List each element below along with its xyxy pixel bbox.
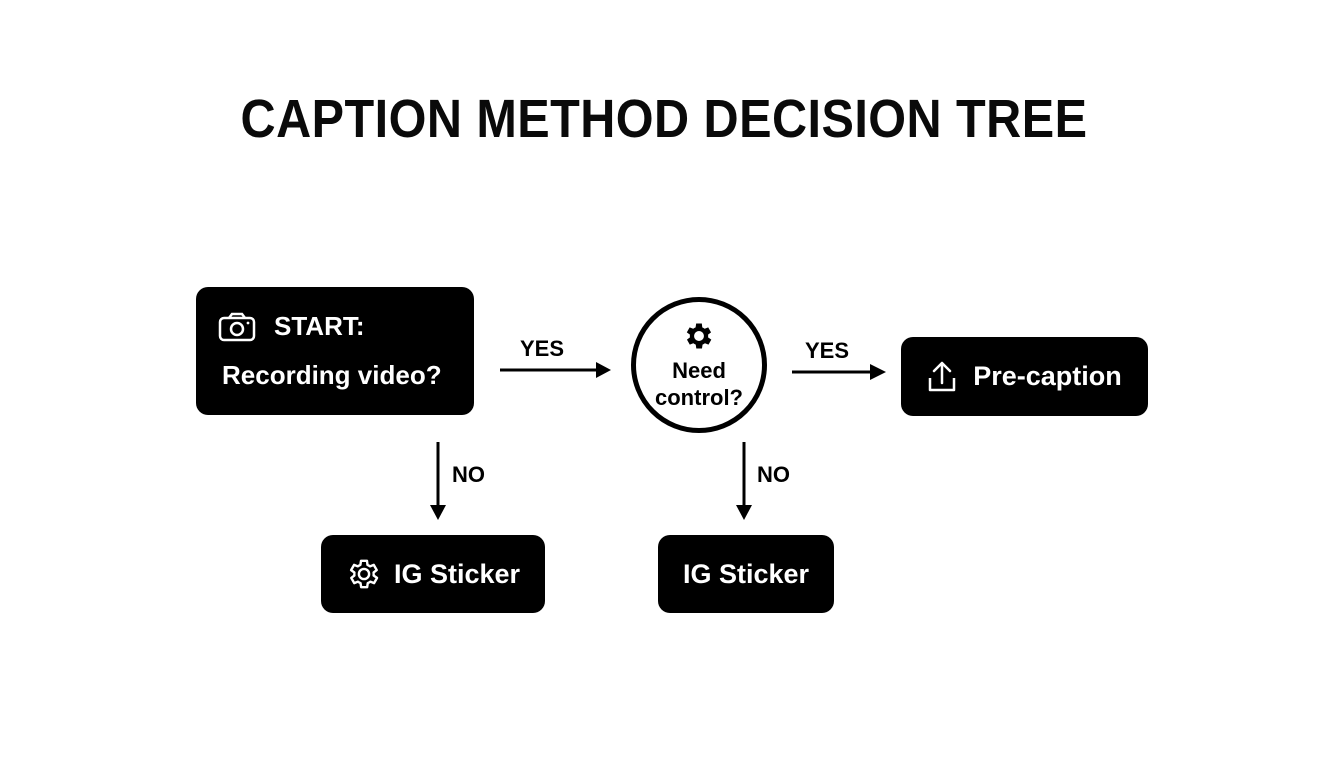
edge-label-yes-1: YES: [520, 336, 565, 361]
camera-icon: [218, 312, 256, 342]
decision-node: Need control?: [631, 297, 767, 433]
edge-label-yes-2: YES: [805, 338, 850, 363]
diagram-title: CAPTION METHOD DECISION TREE: [240, 89, 1088, 149]
arrow-start-to-ig-left: [430, 442, 446, 520]
start-question: Recording video?: [222, 360, 442, 390]
edge-label-no-1: NO: [452, 462, 485, 487]
ig-sticker-node-left: IG Sticker: [321, 535, 545, 613]
ig-sticker-node-right: IG Sticker: [658, 535, 834, 613]
arrow-start-to-decision: [500, 362, 611, 378]
gear-outline-icon: [346, 556, 382, 592]
upload-icon: [927, 361, 957, 393]
arrow-decision-to-ig-right: [736, 442, 752, 520]
edge-label-no-2: NO: [757, 462, 790, 487]
start-node: START: Recording video?: [196, 287, 474, 415]
ig-sticker-left-label: IG Sticker: [393, 558, 521, 589]
ig-sticker-right-label: IG Sticker: [682, 558, 810, 589]
start-prefix: START:: [274, 311, 365, 341]
pre-caption-node: Pre-caption: [901, 337, 1148, 416]
decision-line1: Need: [672, 358, 726, 383]
pre-caption-label: Pre-caption: [973, 361, 1122, 391]
arrow-decision-to-pre: [792, 364, 886, 380]
decision-line2: control?: [655, 385, 743, 410]
gear-icon: [682, 319, 716, 353]
